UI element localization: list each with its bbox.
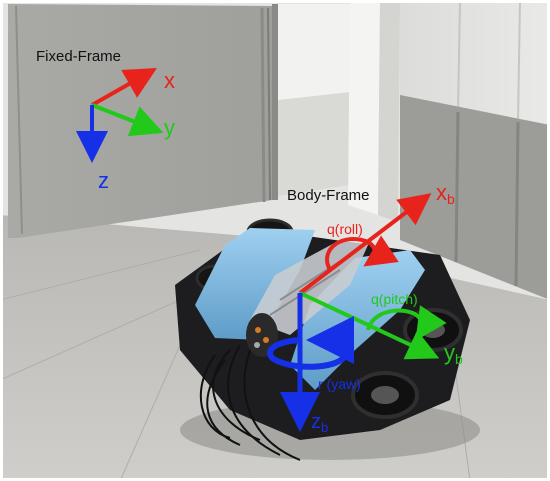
grey-door [8,4,272,238]
wall-panels [400,95,550,300]
yaw-label: r (yaw) [318,376,361,392]
body-frame-axes [267,193,447,432]
fixed-y-label: y [164,115,175,140]
fixed-x-axis [91,68,157,107]
fixed-frame-title: Fixed-Frame [36,48,121,65]
fixed-z-label: z [98,168,109,193]
fixed-x-label: x [164,68,175,93]
fixed-y-axis [91,103,164,137]
body-x-axis [298,193,432,295]
body-x-label: xb [436,180,455,207]
roll-label: q(roll) [327,221,363,237]
body-y-label: yb [444,340,463,367]
body-y-axis [299,291,440,360]
pitch-arc-icon [366,305,447,341]
column [348,0,380,215]
fixed-frame-axes [76,68,164,163]
roll-arc-icon [325,235,399,271]
left-buoyancy-tube [195,228,315,340]
body-z-label: zb [311,411,328,435]
cables [199,344,301,461]
yaw-arc-icon [267,316,355,370]
body-frame-title: Body-Frame [287,187,370,204]
pitch-label: q(pitch) [371,291,418,307]
